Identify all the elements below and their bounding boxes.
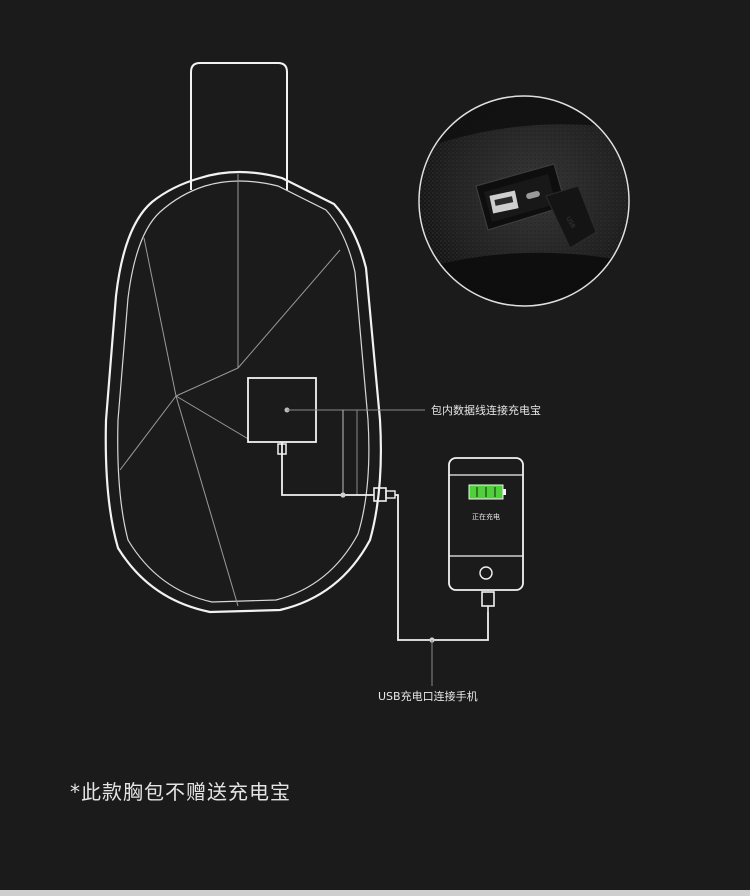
bag-body-outline xyxy=(104,170,382,614)
bag-strap-outline xyxy=(190,62,288,190)
disclaimer-footnote: *此款胸包不赠送充电宝 xyxy=(70,780,291,804)
usb-port-detail-photo: USB xyxy=(418,95,630,307)
bag-inner-panel xyxy=(117,180,370,603)
cable-joint xyxy=(340,492,346,498)
bag-facet-lines xyxy=(119,174,341,607)
battery-charging-icon xyxy=(468,484,506,500)
phone: 正在充电 xyxy=(448,457,524,591)
bottom-divider xyxy=(0,890,750,896)
cable-plug xyxy=(277,443,287,455)
powerbank-callout-label: 包内数据线连接充电宝 xyxy=(431,403,541,417)
home-button-icon xyxy=(479,566,493,580)
phone-status-label: 正在充电 xyxy=(472,512,500,521)
phone-plug xyxy=(481,591,495,607)
external-cable xyxy=(395,494,489,641)
usb-callout-label: USB充电口连接手机 xyxy=(378,689,478,703)
internal-cable xyxy=(281,442,374,496)
